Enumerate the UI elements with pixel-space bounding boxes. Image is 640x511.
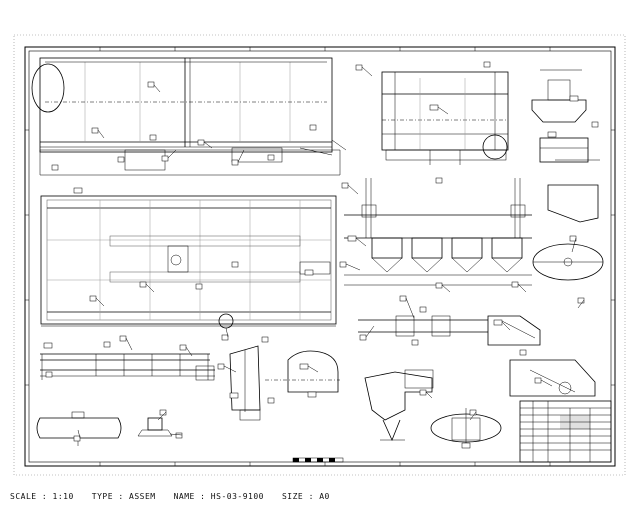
section-view-b: [344, 178, 532, 286]
detail-circle: [31, 63, 65, 113]
scale-bar: [292, 457, 344, 463]
side-elevation-view: [31, 57, 347, 176]
type-readout: TYPE : ASSEM: [91, 492, 156, 501]
end-elevation-view: [381, 71, 509, 165]
detail-view-f: [36, 411, 173, 446]
hopper-view: [364, 369, 434, 442]
detail-view-a: [531, 69, 600, 163]
detail-view-d: [229, 345, 340, 421]
detail-view-e: [509, 359, 596, 397]
detail-view-c: [532, 184, 604, 281]
name-readout: NAME : HS-03-9100: [173, 492, 264, 501]
leader-lines: [77, 66, 585, 439]
lower-elevation-view: [40, 353, 215, 381]
section-view-c: [358, 315, 541, 346]
sheet-inner-frame: [28, 50, 612, 463]
outer-border: [13, 34, 626, 476]
title-block: [519, 400, 612, 463]
assembly-drawing: [13, 34, 626, 476]
plan-view: [40, 195, 337, 329]
scale-readout: SCALE : 1:10: [10, 492, 74, 501]
callout-balloons: [43, 61, 599, 449]
wheel-detail: [482, 134, 508, 160]
size-readout: SIZE : A0: [281, 492, 330, 501]
sheet-frame: [24, 46, 616, 467]
drawing-viewport[interactable]: [0, 0, 640, 480]
tank-view: [430, 408, 502, 444]
zone-ticks: [25, 47, 615, 466]
status-bar: SCALE : 1:10 TYPE : ASSEM NAME : HS-03-910…: [0, 482, 640, 511]
